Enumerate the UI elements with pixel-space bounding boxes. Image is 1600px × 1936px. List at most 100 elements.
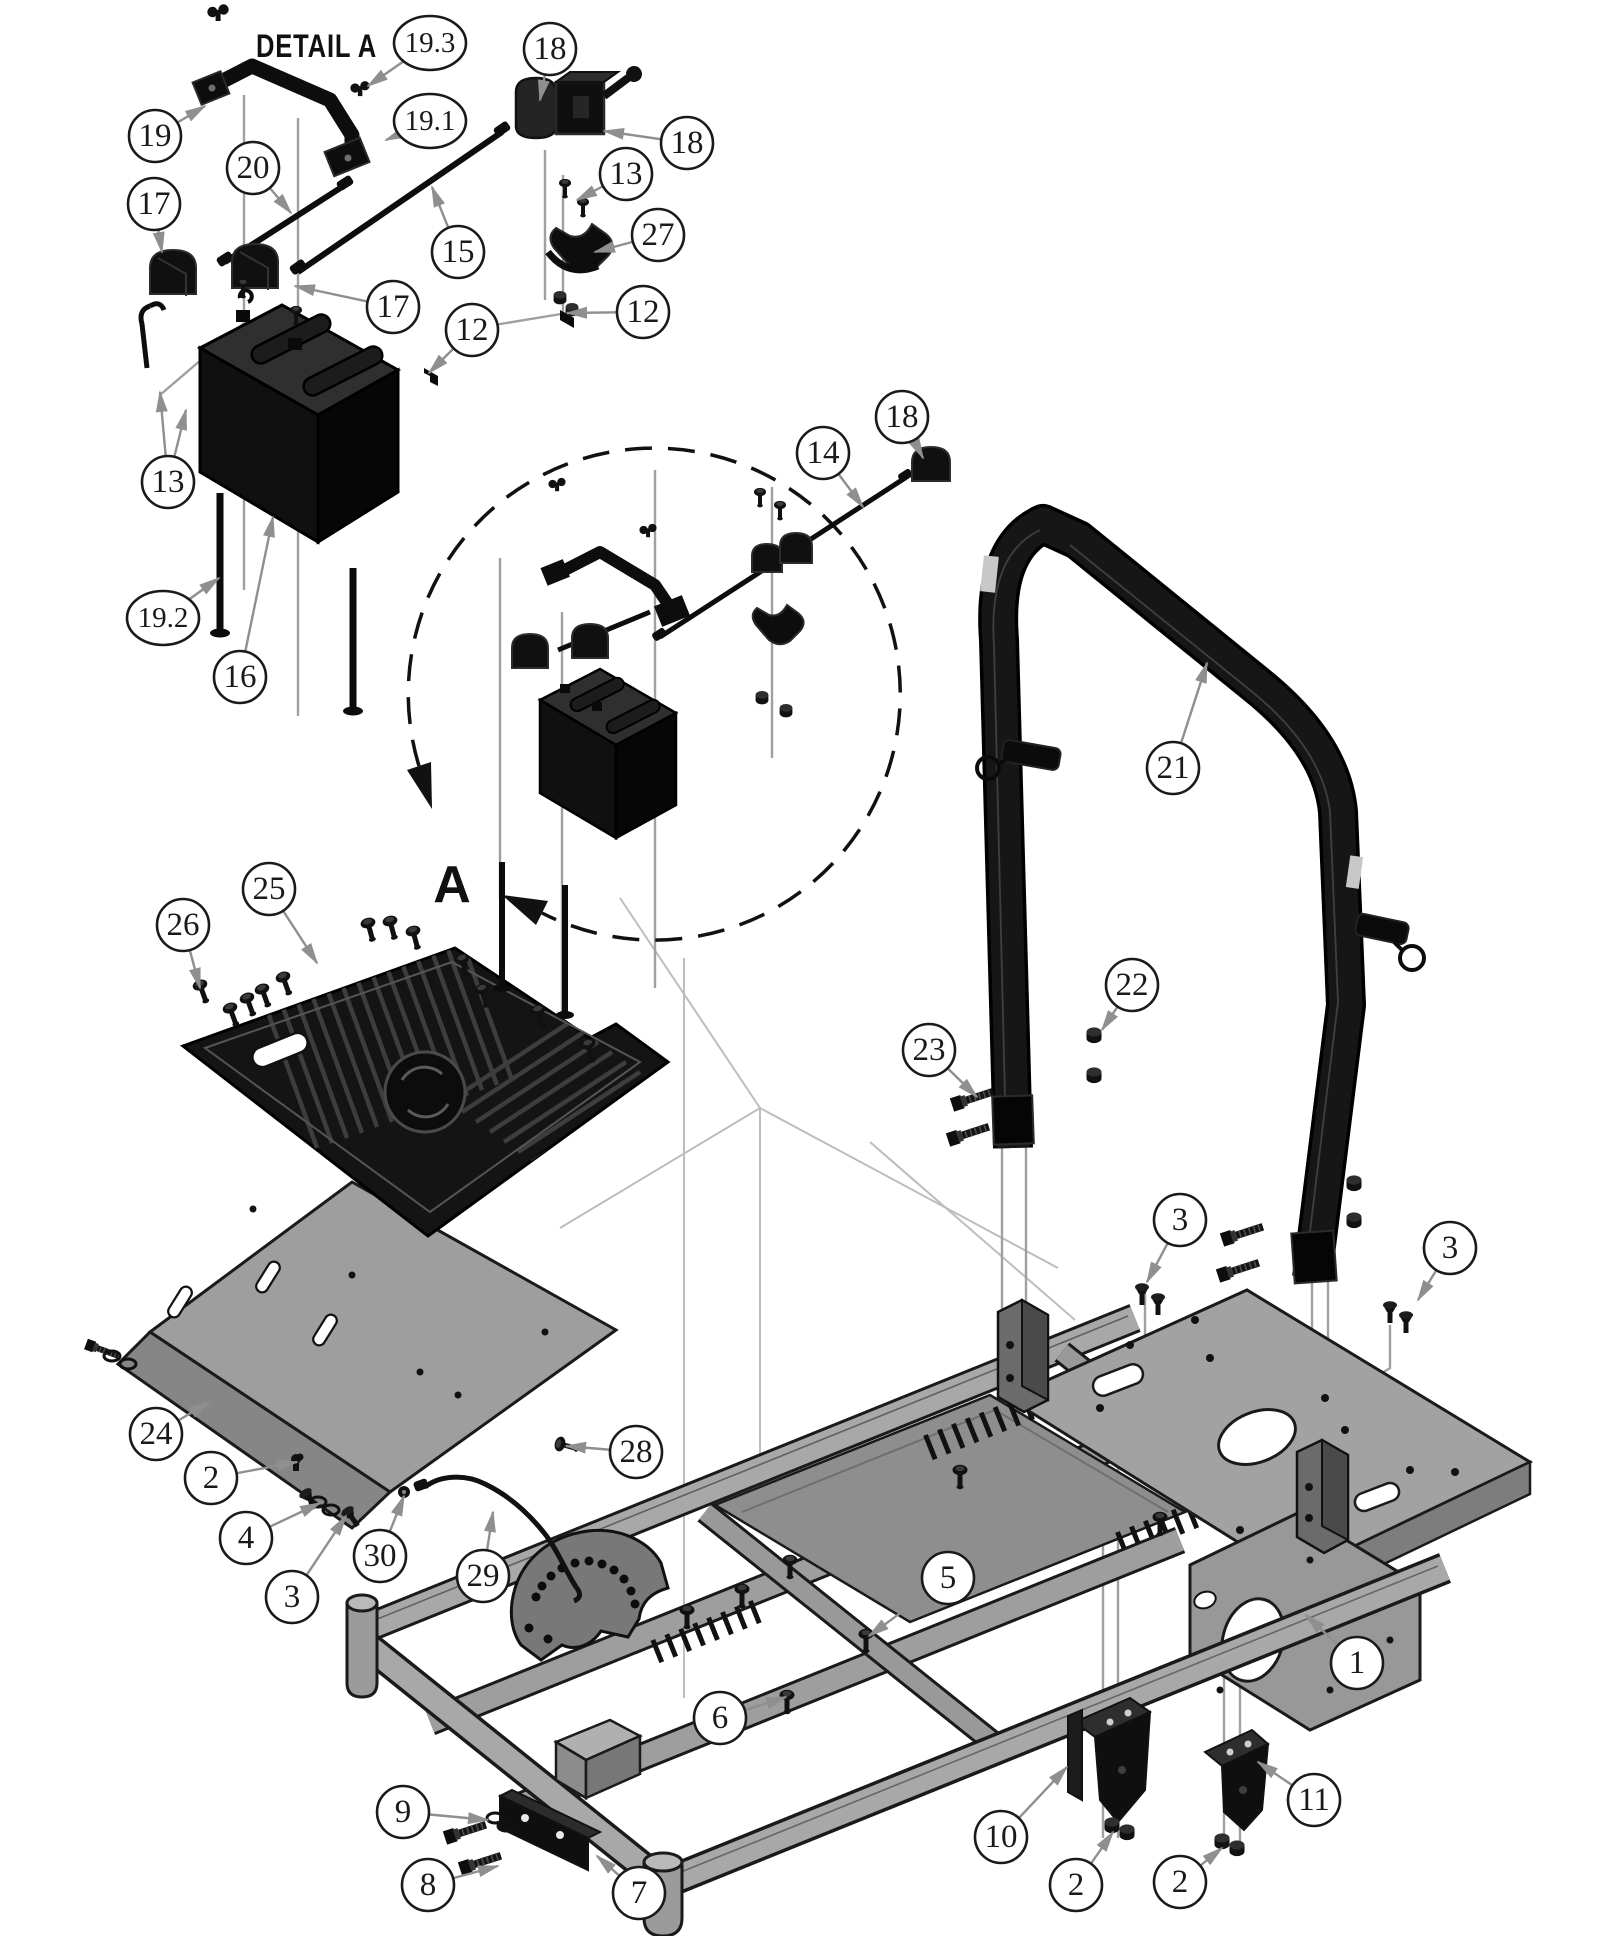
wing-bolt-icon <box>548 477 566 492</box>
screw-icon <box>577 197 589 218</box>
callout-bubble <box>1286 1772 1342 1828</box>
callout-number: 2 <box>1068 1867 1085 1903</box>
callout-bubble <box>125 589 201 647</box>
callout-28: 28 <box>564 1424 664 1480</box>
floor-mat <box>179 946 671 1238</box>
callout-7: 7 <box>595 1854 667 1921</box>
callout-number: 13 <box>152 464 185 500</box>
wire-harness <box>398 1474 582 1604</box>
callout-19.3: 19.3 <box>366 14 468 88</box>
callout-22: 22 <box>1100 957 1160 1032</box>
callout-number: 26 <box>167 907 200 943</box>
frame-front-rail <box>662 1553 1451 1897</box>
battery <box>196 288 574 545</box>
callout-bubble <box>241 861 297 917</box>
rops-mount-channel-right <box>1295 1438 1350 1555</box>
bolt-icon <box>945 1119 992 1148</box>
bolt-icon <box>1215 1255 1262 1284</box>
battery-rod-15 <box>296 129 504 275</box>
callout-number: 2 <box>1172 1864 1189 1900</box>
mat-emblem <box>383 1050 467 1134</box>
ghost-projection-lines <box>559 897 1076 1698</box>
nut-icon <box>1346 1212 1362 1229</box>
nut-icon <box>553 290 567 305</box>
callout-bubble <box>400 1857 456 1913</box>
callout-bubble <box>183 1450 239 1506</box>
callout-bubble <box>218 1510 274 1566</box>
callout-bubble <box>659 115 715 171</box>
battery-terminal <box>288 338 302 350</box>
callout-number: 19.3 <box>405 27 456 59</box>
bolt-icon <box>1219 1219 1266 1248</box>
callout-29: 29 <box>455 1510 511 1604</box>
callout-number: 25 <box>253 871 286 907</box>
ghost-line <box>619 897 761 1482</box>
callout-3: 3 <box>1145 1192 1208 1284</box>
callout-number: 20 <box>237 150 270 186</box>
callout-12: 12 <box>427 302 500 375</box>
callout-number: 12 <box>627 294 660 330</box>
callout-number: 7 <box>631 1875 648 1911</box>
sector-plate-holes <box>524 1556 640 1644</box>
callout-bubble <box>212 649 268 705</box>
battery-terminal <box>236 310 250 322</box>
nut-icon <box>1346 1175 1362 1192</box>
callout-number: 27 <box>642 217 675 253</box>
callout-number: 15 <box>442 234 475 270</box>
rops-leg-collar <box>1290 1229 1338 1285</box>
callout-3: 3 <box>1416 1220 1478 1302</box>
callout-bubble <box>522 21 578 77</box>
callout-bubble <box>901 1022 957 1078</box>
screw-icon <box>754 487 766 508</box>
nut-icon <box>1086 1027 1102 1044</box>
nut-icon <box>1119 1824 1135 1841</box>
wing-bolt-icon <box>207 4 229 22</box>
callout-bubble <box>392 14 468 72</box>
elbow-fitting <box>424 368 438 386</box>
callout-19.1: 19.1 <box>384 92 468 150</box>
rubber-bumper <box>231 242 279 290</box>
hitch-plate-front <box>499 1794 589 1872</box>
callout-bubble <box>598 146 654 202</box>
callout-number: 14 <box>807 435 840 471</box>
callout-number: 19 <box>139 118 172 154</box>
screw-icon <box>559 178 571 199</box>
ghost-line <box>869 1141 1076 1321</box>
callout-bubble <box>874 389 930 445</box>
callout-2: 2 <box>183 1450 299 1506</box>
battery-assembly <box>138 58 642 716</box>
callout-number: 6 <box>712 1700 729 1736</box>
detail-rotation-circle <box>406 446 902 942</box>
callout-bubble <box>1048 1857 1104 1913</box>
callout-number: 23 <box>913 1032 946 1068</box>
mini-bracket-27 <box>751 603 805 646</box>
callout-bubble <box>140 454 196 510</box>
callout-11: 11 <box>1256 1760 1342 1828</box>
rops-mount-channel-left <box>996 1298 1050 1414</box>
nut-icon <box>565 302 579 317</box>
ghost-line <box>559 1107 761 1229</box>
callout-bubble <box>1152 1192 1208 1248</box>
nut-icon <box>1086 1067 1102 1084</box>
callout-30: 30 <box>352 1494 408 1584</box>
hitch-assembly <box>497 1718 643 1872</box>
callout-number: 19.2 <box>138 602 189 634</box>
callout-17: 17 <box>293 279 421 335</box>
callout-bubble <box>365 279 421 335</box>
callout-bubble <box>430 224 486 280</box>
mat-handle-slot <box>251 1031 309 1069</box>
callout-8: 8 <box>400 1857 500 1913</box>
callout-number: 12 <box>456 312 489 348</box>
callout-27: 27 <box>593 207 686 263</box>
callout-number: 2 <box>203 1460 220 1496</box>
screw-icon <box>404 924 426 952</box>
callout-14: 14 <box>795 425 865 509</box>
callout-3: 3 <box>264 1514 348 1625</box>
callout-9: 9 <box>375 1784 490 1840</box>
callout-number: 16 <box>224 659 257 695</box>
callout-number: 28 <box>620 1434 653 1470</box>
callout-number: 9 <box>395 1794 412 1830</box>
callout-bubble <box>973 1809 1029 1865</box>
